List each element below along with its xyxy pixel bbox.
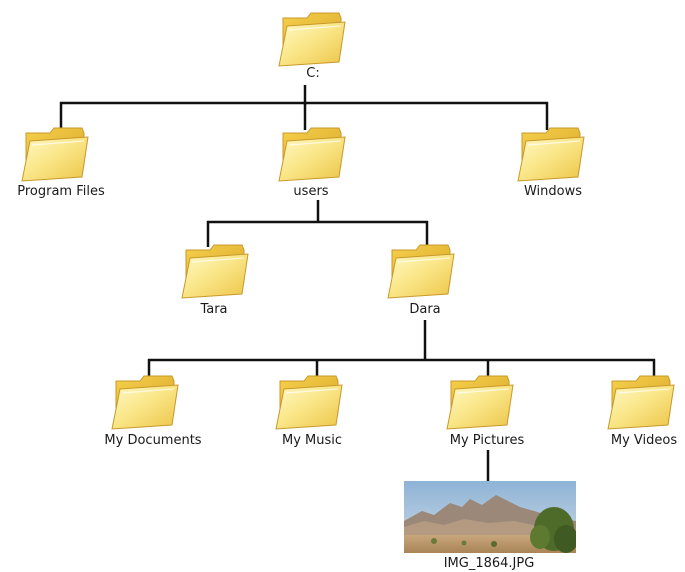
folder-label-dara: Dara bbox=[409, 302, 441, 317]
folder-icon[interactable] bbox=[602, 373, 678, 433]
folder-label-tara: Tara bbox=[200, 302, 228, 317]
folder-label-users: users bbox=[293, 184, 329, 199]
folder-icon[interactable] bbox=[176, 242, 252, 302]
folder-icon[interactable] bbox=[106, 373, 182, 433]
folder-icon[interactable] bbox=[382, 242, 458, 302]
folder-label-program-files: Program Files bbox=[17, 184, 105, 199]
folder-label-my-pictures: My Pictures bbox=[449, 433, 525, 448]
folder-icon[interactable] bbox=[16, 125, 92, 185]
folder-label-windows: Windows bbox=[523, 184, 583, 199]
folder-icon[interactable] bbox=[441, 373, 517, 433]
folder-label-my-documents: My Documents bbox=[104, 433, 202, 448]
folder-icon[interactable] bbox=[512, 125, 588, 185]
photo-thumbnail-icon[interactable] bbox=[404, 481, 576, 553]
folder-icon[interactable] bbox=[273, 10, 349, 70]
folder-icon[interactable] bbox=[270, 373, 346, 433]
folder-icon[interactable] bbox=[273, 125, 349, 185]
folder-label-my-music: My Music bbox=[281, 433, 343, 448]
root-drive-label: C: bbox=[306, 66, 320, 81]
folder-label-my-videos: My Videos bbox=[610, 433, 678, 448]
file-label-image: IMG_1864.JPG bbox=[443, 556, 535, 571]
